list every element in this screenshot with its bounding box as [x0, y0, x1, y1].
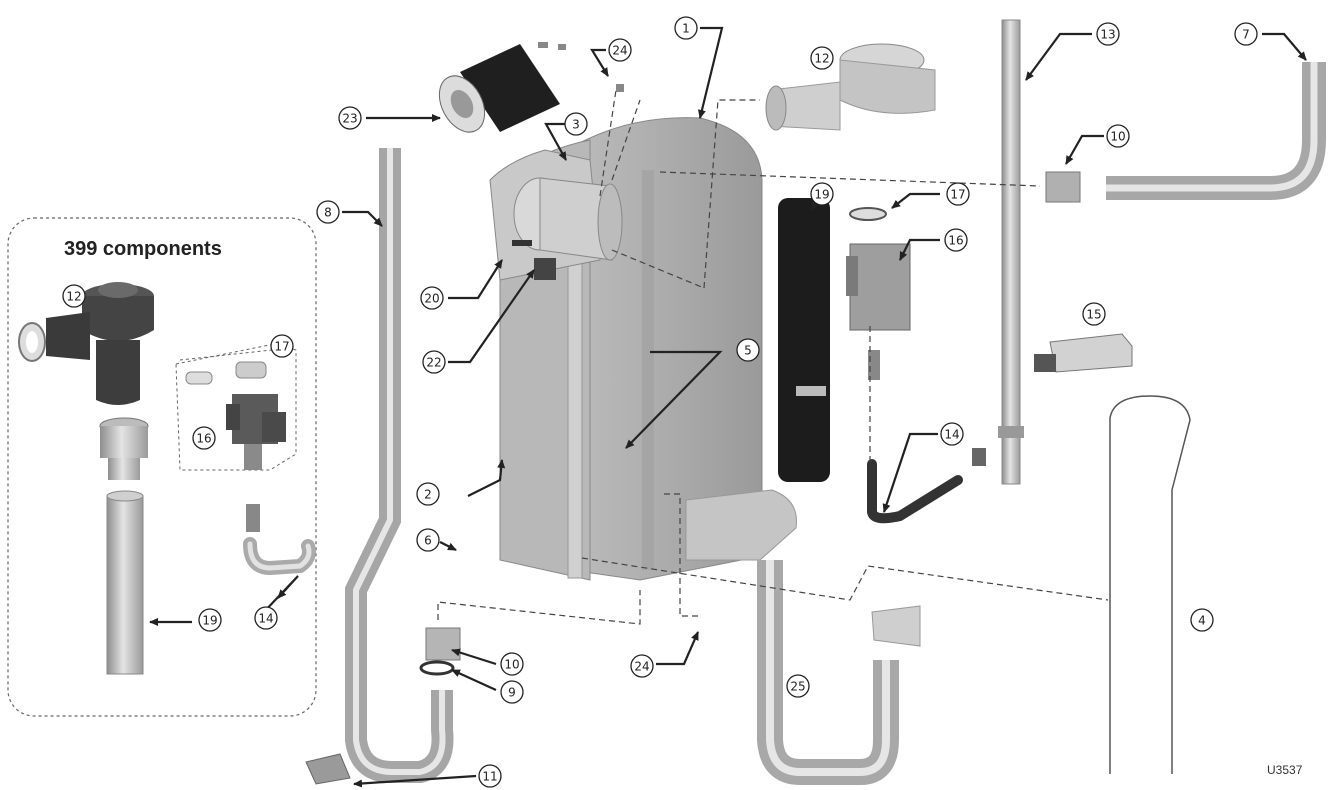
callout-9: 9	[500, 680, 524, 704]
svg-text:5: 5	[744, 344, 752, 358]
inset-fitting	[246, 504, 260, 532]
svg-text:12: 12	[66, 290, 81, 304]
svg-text:8: 8	[324, 206, 332, 220]
svg-text:7: 7	[1242, 28, 1250, 42]
svg-text:10: 10	[1110, 130, 1125, 144]
svg-text:6: 6	[424, 534, 432, 548]
blower-part	[765, 43, 936, 131]
inset-gasket-large	[235, 361, 267, 379]
leader-arrows	[149, 26, 1307, 788]
callout-4: 4	[1190, 608, 1214, 632]
svg-text:14: 14	[258, 612, 273, 626]
supply-pipe-part	[345, 148, 454, 783]
svg-text:24: 24	[612, 44, 627, 58]
svg-text:11: 11	[482, 770, 497, 784]
svg-text:24: 24	[634, 660, 649, 674]
svg-text:23: 23	[342, 112, 357, 126]
probe-part	[512, 240, 532, 246]
black-vent-pipe-part	[778, 198, 830, 482]
callout-labels: 1234567891010111212131414151616171719192…	[62, 16, 1258, 788]
svg-text:1: 1	[682, 22, 690, 36]
svg-text:16: 16	[948, 234, 963, 248]
inset-gasket-small	[185, 371, 213, 385]
callout-2: 2	[416, 482, 440, 506]
gas-valve-part	[846, 243, 911, 380]
svg-text:19: 19	[202, 614, 217, 628]
callout-25: 25	[786, 674, 810, 698]
svg-text:22: 22	[426, 356, 441, 370]
alignment-lines	[437, 89, 1109, 625]
svg-text:13: 13	[1100, 28, 1115, 42]
inset-399-components	[7, 217, 317, 717]
condensate-drain-part	[757, 560, 899, 785]
burner-part	[438, 44, 560, 133]
adapter-fitting-part	[425, 627, 461, 661]
control-module-part	[1049, 333, 1133, 373]
callout-10-bottom: 10	[500, 652, 524, 676]
callout-5: 5	[736, 338, 760, 362]
return-pipe-part	[1001, 19, 1021, 485]
callout-24-top: 24	[608, 38, 632, 62]
svg-text:10: 10	[504, 658, 519, 672]
flue-pipe-part	[1106, 62, 1326, 200]
callout-17-inset: 17	[270, 334, 294, 358]
svg-text:20: 20	[424, 292, 439, 306]
heat-exchanger-part	[489, 117, 797, 581]
screw-part	[538, 42, 548, 48]
callout-1: 1	[674, 16, 698, 40]
callout-11: 11	[478, 764, 502, 788]
callout-19-inset: 19	[198, 608, 222, 632]
callout-10-top: 10	[1106, 124, 1130, 148]
inset-adapter	[99, 417, 149, 480]
callout-24-bottom: 24	[630, 654, 654, 678]
inset-valve	[226, 394, 286, 470]
callout-14-main: 14	[940, 422, 964, 446]
callout-8: 8	[316, 200, 340, 224]
svg-text:19: 19	[814, 188, 829, 202]
svg-text:16: 16	[196, 432, 211, 446]
inset-border	[7, 217, 317, 717]
callout-14-inset: 14	[254, 606, 278, 630]
callout-7: 7	[1234, 22, 1258, 46]
callout-13: 13	[1096, 22, 1120, 46]
callout-22: 22	[422, 350, 446, 374]
jacket-cover-part	[1109, 395, 1191, 774]
svg-text:17: 17	[950, 188, 965, 202]
document-id: U3537	[1267, 763, 1303, 777]
svg-text:3: 3	[572, 118, 580, 132]
inset-blower	[46, 282, 154, 405]
gasket-part	[849, 207, 887, 221]
callout-16-main: 16	[944, 228, 968, 252]
callout-12-inset: 12	[62, 284, 86, 308]
callout-17-main: 17	[946, 182, 970, 206]
o-ring-part	[419, 660, 455, 676]
gas-hose-part	[867, 459, 963, 524]
inset-pipe	[106, 495, 144, 675]
svg-text:15: 15	[1086, 308, 1101, 322]
callout-23: 23	[338, 106, 362, 130]
svg-text:25: 25	[790, 680, 805, 694]
inset-title: 399 components	[64, 238, 222, 260]
svg-text:17: 17	[274, 340, 289, 354]
svg-text:12: 12	[814, 52, 829, 66]
elbow-fitting-part	[305, 753, 351, 785]
svg-text:9: 9	[508, 686, 516, 700]
callout-15: 15	[1082, 302, 1106, 326]
callout-12-top: 12	[810, 46, 834, 70]
callout-19-main: 19	[810, 182, 834, 206]
svg-text:2: 2	[424, 488, 432, 502]
svg-text:4: 4	[1198, 614, 1206, 628]
drain-trap-part	[871, 605, 921, 647]
pipe-fitting-part	[1045, 171, 1081, 203]
sensor-part	[534, 258, 556, 280]
callout-6: 6	[416, 528, 440, 552]
svg-text:14: 14	[944, 428, 959, 442]
callout-16-inset: 16	[192, 426, 216, 450]
callout-20: 20	[420, 286, 444, 310]
callout-3: 3	[564, 112, 588, 136]
